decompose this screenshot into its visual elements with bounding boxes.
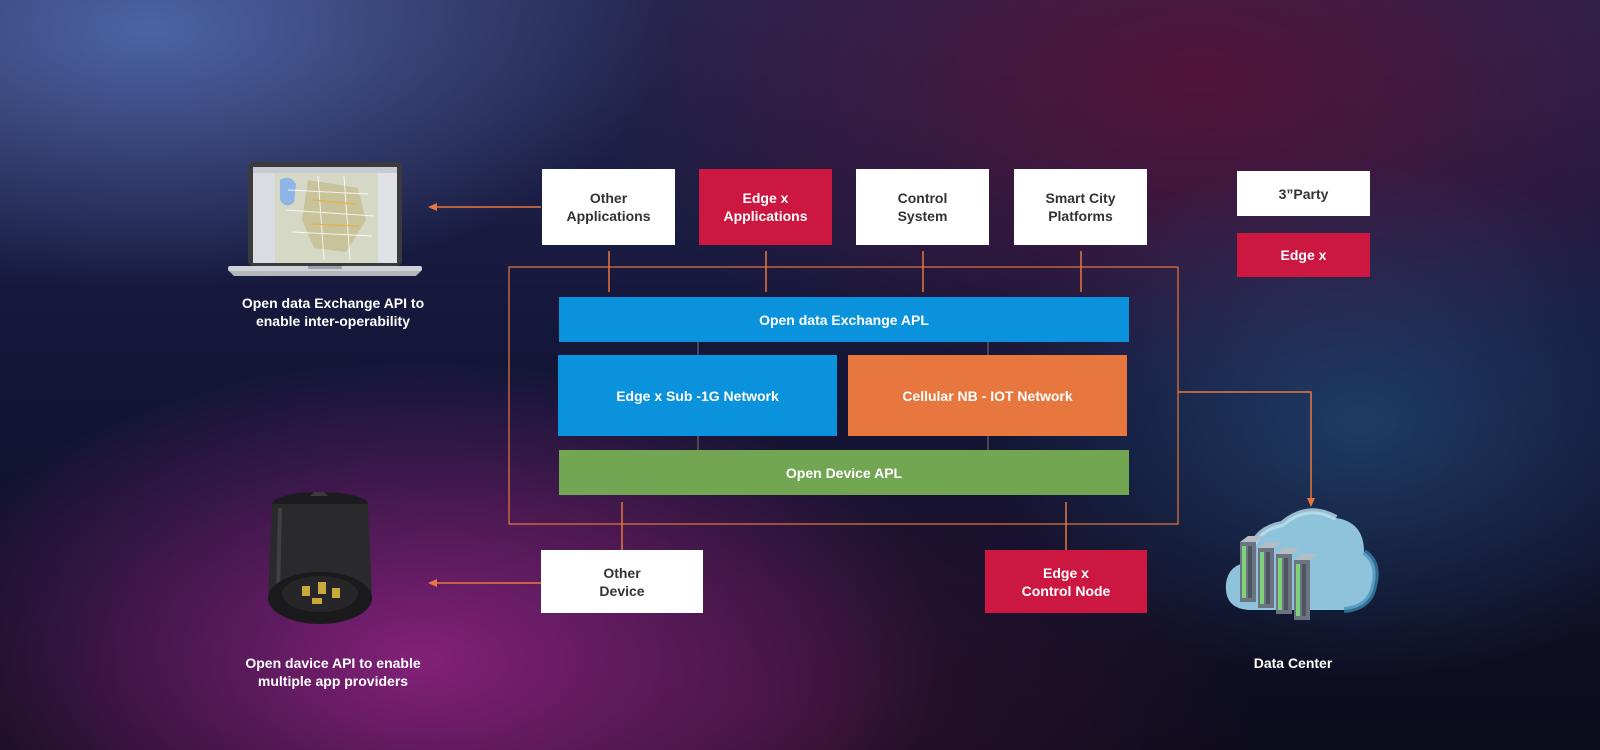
edge-x-applications-box: Edge x Applications: [699, 169, 832, 245]
other-device-box: Other Device: [541, 550, 703, 613]
legend-edge-x: Edge x: [1237, 233, 1370, 277]
cellular-nb-iot-network-box: Cellular NB - IOT Network: [848, 355, 1127, 436]
platform-frame: [508, 266, 1179, 525]
open-device-api-bar: Open Device APL: [559, 450, 1129, 495]
legend-third-party: 3”Party: [1237, 171, 1370, 216]
laptop-caption: Open data Exchange API to enable inter-o…: [241, 295, 425, 329]
data-center-caption: Data Center: [1253, 655, 1333, 671]
open-data-exchange-api-bar: Open data Exchange APL: [559, 297, 1129, 342]
data-center-cloud-icon: [1225, 508, 1379, 620]
device-caption: Open davice API to enable multiple app p…: [245, 655, 421, 689]
smart-city-platforms-box: Smart City Platforms: [1014, 169, 1147, 245]
edge-x-sub1g-network-box: Edge x Sub -1G Network: [558, 355, 837, 436]
edge-x-control-node-box: Edge x Control Node: [985, 550, 1147, 613]
laptop-icon: [228, 162, 422, 276]
arrow-to-data-center: [1178, 391, 1315, 507]
other-applications-box: Other Applications: [542, 169, 675, 245]
control-system-box: Control System: [856, 169, 989, 245]
device-icon: [268, 492, 372, 624]
